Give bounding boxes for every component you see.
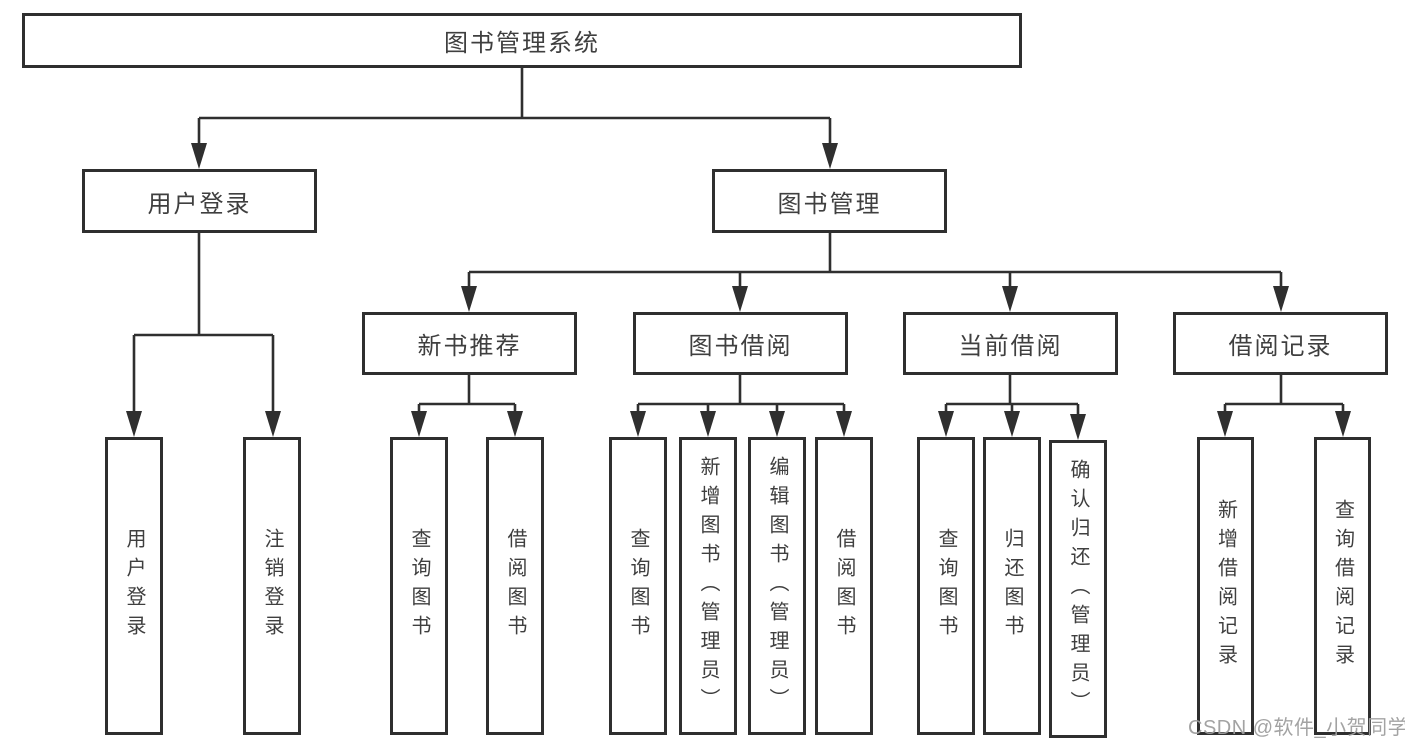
- leaf-add-borrow-record: 新增借阅记录: [1197, 437, 1254, 735]
- leaf-return-books: 归还图书: [983, 437, 1041, 735]
- node-label: 图书管理系统: [444, 30, 600, 57]
- node-user-login: 用户登录: [82, 169, 317, 233]
- node-label: 查询图书: [408, 528, 430, 644]
- node-label: 当前借阅: [958, 333, 1063, 360]
- node-label: 新增借阅记录: [1214, 499, 1237, 673]
- leaf-borrow-books: 借阅图书: [815, 437, 873, 735]
- node-label: 借阅记录: [1228, 333, 1333, 360]
- node-label: 新增图书（管理员）: [697, 455, 719, 717]
- node-label: 用户登录: [123, 528, 145, 644]
- node-label: 编辑图书（管理员）: [766, 455, 788, 717]
- node-label: 查询图书: [627, 528, 649, 644]
- arrowhead-icon: [191, 143, 207, 169]
- leaf-query-books: 查询图书: [609, 437, 667, 735]
- connector-borrow-records-to-leaves: [1217, 375, 1351, 437]
- node-borrowing-records: 借阅记录: [1173, 312, 1388, 375]
- arrowhead-icon: [732, 286, 748, 312]
- node-label: 图书管理: [777, 190, 882, 218]
- arrowhead-icon: [1004, 411, 1020, 437]
- node-label: 归还图书: [1001, 528, 1023, 644]
- leaf-user-login: 用户登录: [105, 437, 163, 735]
- arrowhead-icon: [126, 411, 142, 437]
- connector-user-login-to-leaves: [126, 233, 281, 437]
- leaf-logout: 注销登录: [243, 437, 301, 735]
- arrowhead-icon: [630, 411, 646, 437]
- arrowhead-icon: [1070, 414, 1086, 440]
- leaf-confirm-return-admin: 确认归还（管理员）: [1049, 440, 1107, 738]
- arrowhead-icon: [507, 411, 523, 437]
- leaf-query-books: 查询图书: [390, 437, 448, 735]
- node-label: 查询借阅记录: [1331, 499, 1354, 673]
- node-book-borrowing: 图书借阅: [633, 312, 848, 375]
- arrowhead-icon: [769, 411, 785, 437]
- connector-current-borrow-to-leaves: [938, 375, 1086, 440]
- connector-book-borrow-to-leaves: [630, 375, 852, 437]
- connector-root-to-level2: [191, 68, 838, 169]
- leaf-add-books-admin: 新增图书（管理员）: [679, 437, 737, 735]
- arrowhead-icon: [411, 411, 427, 437]
- arrowhead-icon: [265, 411, 281, 437]
- node-root-library-system: 图书管理系统: [22, 13, 1022, 68]
- node-label: 注销登录: [261, 528, 283, 644]
- node-label: 借阅图书: [833, 528, 855, 644]
- node-current-borrowing: 当前借阅: [903, 312, 1118, 375]
- arrowhead-icon: [700, 411, 716, 437]
- leaf-borrow-books: 借阅图书: [486, 437, 544, 735]
- connector-book-mgmt-to-level3: [461, 233, 1289, 312]
- node-label: 新书推荐: [417, 333, 522, 360]
- arrowhead-icon: [938, 411, 954, 437]
- leaf-query-borrow-record: 查询借阅记录: [1314, 437, 1371, 735]
- node-label: 用户登录: [147, 190, 252, 218]
- arrowhead-icon: [1002, 286, 1018, 312]
- arrowhead-icon: [1273, 286, 1289, 312]
- node-label: 借阅图书: [504, 528, 526, 644]
- node-label: 确认归还（管理员）: [1067, 458, 1089, 720]
- leaf-edit-books-admin: 编辑图书（管理员）: [748, 437, 806, 735]
- arrowhead-icon: [461, 286, 477, 312]
- arrowhead-icon: [822, 143, 838, 169]
- arrowhead-icon: [1335, 411, 1351, 437]
- node-book-management: 图书管理: [712, 169, 947, 233]
- arrowhead-icon: [836, 411, 852, 437]
- leaf-query-books: 查询图书: [917, 437, 975, 735]
- connector-new-book-rec-to-leaves: [411, 375, 523, 437]
- node-label: 查询图书: [935, 528, 957, 644]
- csdn-watermark: CSDN @软件_小贺同学: [1188, 717, 1405, 739]
- node-label: 图书借阅: [688, 333, 793, 360]
- node-new-book-recommendation: 新书推荐: [362, 312, 577, 375]
- arrowhead-icon: [1217, 411, 1233, 437]
